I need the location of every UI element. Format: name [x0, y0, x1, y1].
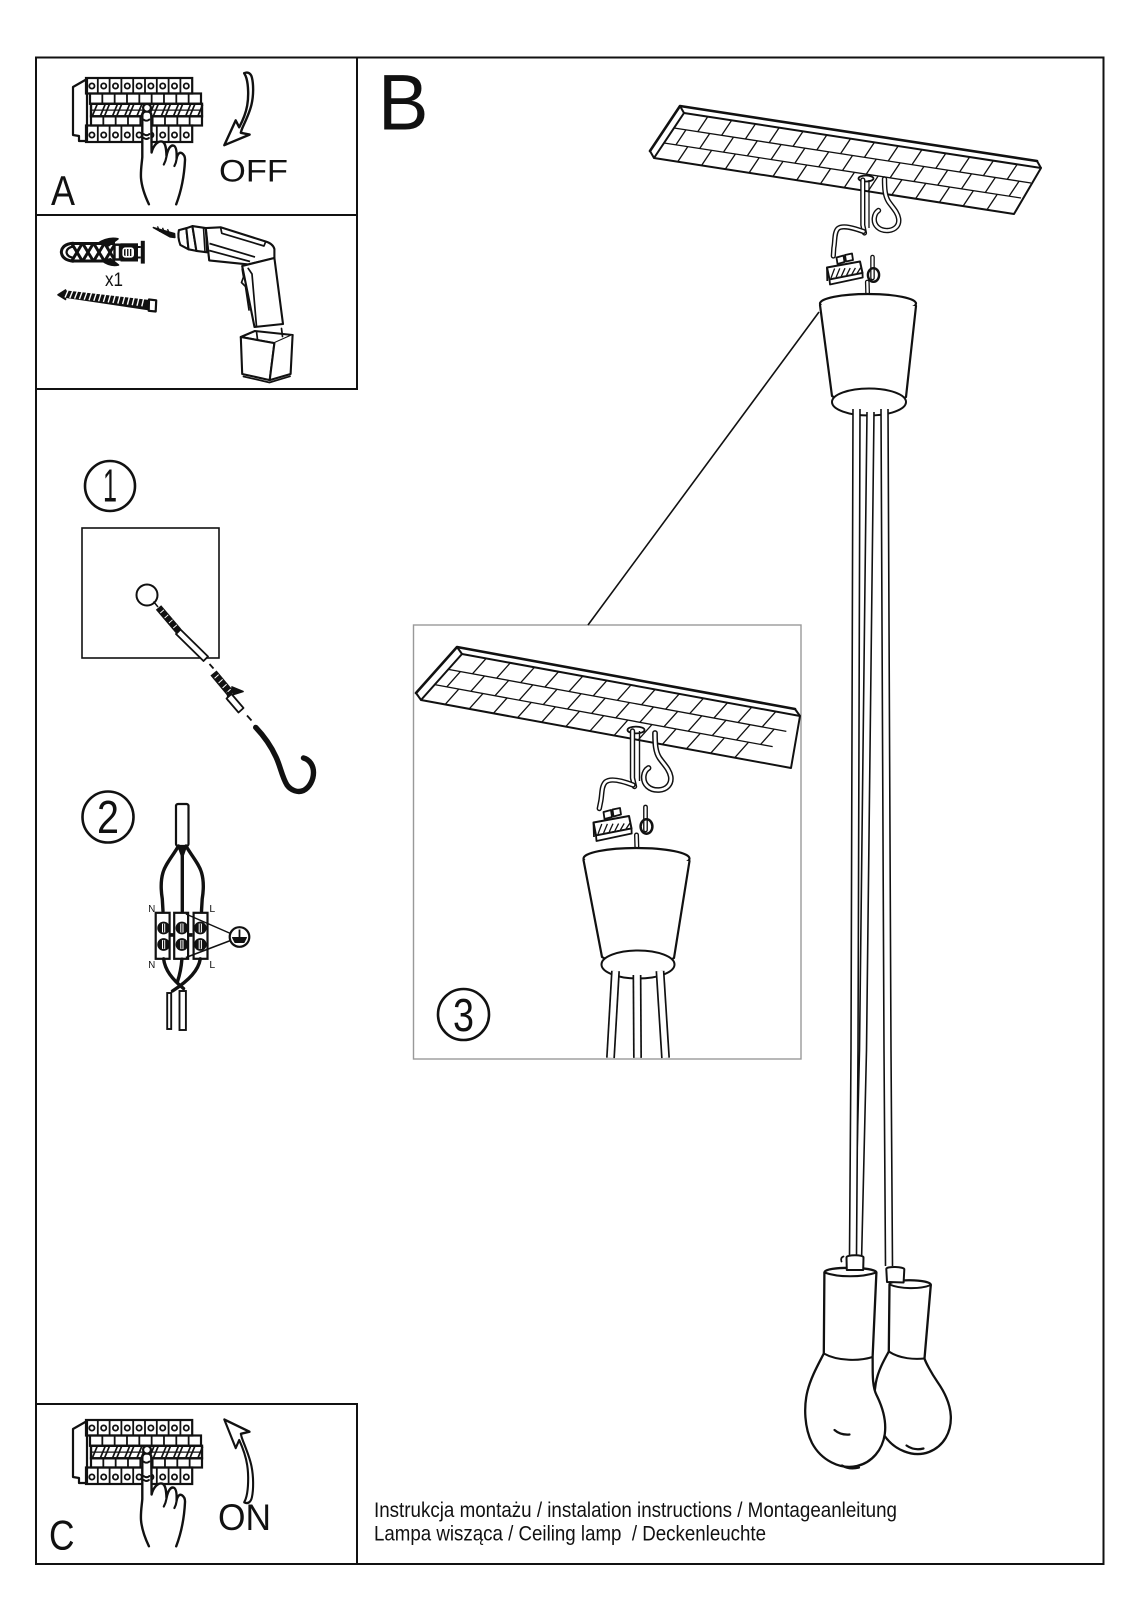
svg-text:2: 2	[97, 791, 119, 843]
svg-text:x1: x1	[105, 270, 123, 291]
svg-text:OFF: OFF	[219, 153, 288, 189]
svg-text:Instrukcja montażu / instalati: Instrukcja montażu / instalation instruc…	[374, 1499, 897, 1522]
svg-text:L: L	[209, 903, 215, 915]
svg-text:N: N	[148, 959, 155, 971]
svg-text:N: N	[148, 903, 155, 915]
svg-text:L: L	[209, 959, 215, 971]
svg-text:Lampa wisząca / Ceiling lamp: Lampa wisząca / Ceiling lamp / Deckenleu…	[374, 1523, 766, 1546]
svg-text:3: 3	[453, 989, 474, 1041]
svg-text:C: C	[49, 1512, 75, 1559]
svg-text:1: 1	[103, 460, 117, 512]
svg-text:B: B	[378, 58, 429, 147]
svg-text:ON: ON	[218, 1497, 271, 1538]
svg-text:A: A	[51, 167, 75, 214]
